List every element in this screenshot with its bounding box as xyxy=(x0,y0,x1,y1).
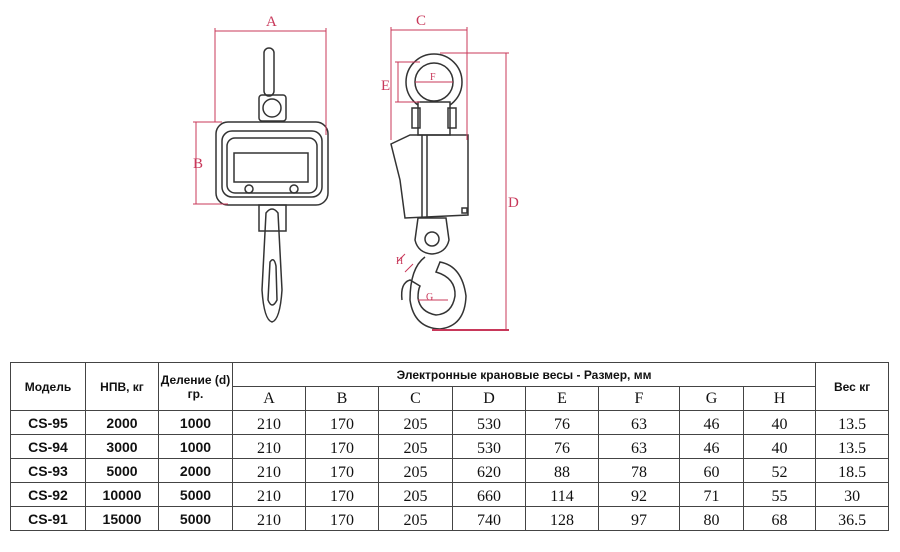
header-dim-c: C xyxy=(378,386,453,411)
cell-dim-e: 128 xyxy=(525,506,599,531)
header-division: Деление (d) гр. xyxy=(158,362,233,411)
dim-label-e: E xyxy=(381,78,390,94)
cell-capacity: 10000 xyxy=(85,482,159,507)
cell-division: 2000 xyxy=(158,458,233,483)
cell-model: CS-95 xyxy=(10,410,86,435)
header-dim-d: D xyxy=(452,386,526,411)
cell-division: 1000 xyxy=(158,410,233,435)
cell-dim-f: 78 xyxy=(598,458,680,483)
cell-dim-c: 205 xyxy=(378,434,453,459)
cell-dim-c: 205 xyxy=(378,506,453,531)
header-model: Модель xyxy=(10,362,86,411)
cell-dim-f: 92 xyxy=(598,482,680,507)
specifications-table: Модель НПВ, кг Деление (d) гр. Электронн… xyxy=(10,362,890,531)
cell-dim-h: 52 xyxy=(742,458,817,483)
cell-dim-h: 40 xyxy=(742,410,817,435)
cell-dim-a: 210 xyxy=(232,482,306,507)
dim-label-f: F xyxy=(430,72,436,83)
cell-dim-c: 205 xyxy=(378,458,453,483)
cell-dim-d: 620 xyxy=(452,458,526,483)
cell-dim-c: 205 xyxy=(378,482,453,507)
cell-dim-f: 63 xyxy=(598,410,680,435)
cell-dim-g: 80 xyxy=(679,506,744,531)
cell-dim-g: 46 xyxy=(679,434,744,459)
header-dim-h: H xyxy=(742,386,817,411)
cell-dim-c: 205 xyxy=(378,410,453,435)
cell-dim-e: 76 xyxy=(525,410,599,435)
header-dimensions: Электронные крановые весы - Размер, мм xyxy=(231,362,817,387)
cell-dim-a: 210 xyxy=(232,410,306,435)
header-dim-g: G xyxy=(679,386,744,411)
cell-dim-d: 660 xyxy=(452,482,526,507)
cell-division: 5000 xyxy=(158,506,233,531)
header-dim-f: F xyxy=(598,386,680,411)
cell-weight: 18.5 xyxy=(815,458,890,483)
cell-dim-e: 114 xyxy=(525,482,599,507)
cell-dim-e: 76 xyxy=(525,434,599,459)
header-dim-b: B xyxy=(305,386,379,411)
cell-capacity: 5000 xyxy=(85,458,159,483)
side-view xyxy=(390,53,469,330)
cell-dim-h: 68 xyxy=(742,506,817,531)
cell-capacity: 15000 xyxy=(85,506,159,531)
cell-dim-d: 530 xyxy=(452,410,526,435)
cell-dim-d: 530 xyxy=(452,434,526,459)
cell-dim-b: 170 xyxy=(305,434,379,459)
cell-dim-f: 97 xyxy=(598,506,680,531)
cell-capacity: 2000 xyxy=(85,410,159,435)
cell-model: CS-93 xyxy=(10,458,86,483)
dim-label-h: H xyxy=(396,256,403,267)
cell-dim-h: 40 xyxy=(742,434,817,459)
cell-dim-f: 63 xyxy=(598,434,680,459)
header-weight: Вес кг xyxy=(815,362,890,411)
header-dim-e: E xyxy=(525,386,599,411)
dim-label-c: C xyxy=(416,13,426,29)
cell-dim-a: 210 xyxy=(232,434,306,459)
cell-weight: 30 xyxy=(815,482,890,507)
dim-label-b: B xyxy=(193,156,203,172)
cell-weight: 13.5 xyxy=(815,434,890,459)
cell-dim-e: 88 xyxy=(525,458,599,483)
crane-scale-drawing: A B C D E F G H xyxy=(193,13,519,331)
cell-dim-g: 46 xyxy=(679,410,744,435)
cell-model: CS-91 xyxy=(10,506,86,531)
cell-dim-b: 170 xyxy=(305,458,379,483)
cell-dim-g: 71 xyxy=(679,482,744,507)
cell-dim-d: 740 xyxy=(452,506,526,531)
front-view xyxy=(215,47,329,323)
cell-dim-h: 55 xyxy=(742,482,817,507)
cell-dim-g: 60 xyxy=(679,458,744,483)
cell-model: CS-92 xyxy=(10,482,86,507)
cell-division: 5000 xyxy=(158,482,233,507)
cell-dim-b: 170 xyxy=(305,410,379,435)
dimension-lines xyxy=(193,27,509,331)
cell-capacity: 3000 xyxy=(85,434,159,459)
cell-weight: 36.5 xyxy=(815,506,890,531)
cell-dim-b: 170 xyxy=(305,506,379,531)
dim-label-d: D xyxy=(508,195,519,211)
cell-weight: 13.5 xyxy=(815,410,890,435)
display-window xyxy=(233,152,309,183)
header-dim-a: A xyxy=(232,386,306,411)
dim-label-a: A xyxy=(266,14,277,30)
dim-label-g: G xyxy=(426,292,433,303)
cell-division: 1000 xyxy=(158,434,233,459)
cell-dim-a: 210 xyxy=(232,458,306,483)
cell-model: CS-94 xyxy=(10,434,86,459)
cell-dim-a: 210 xyxy=(232,506,306,531)
cell-dim-b: 170 xyxy=(305,482,379,507)
header-capacity: НПВ, кг xyxy=(85,362,159,411)
